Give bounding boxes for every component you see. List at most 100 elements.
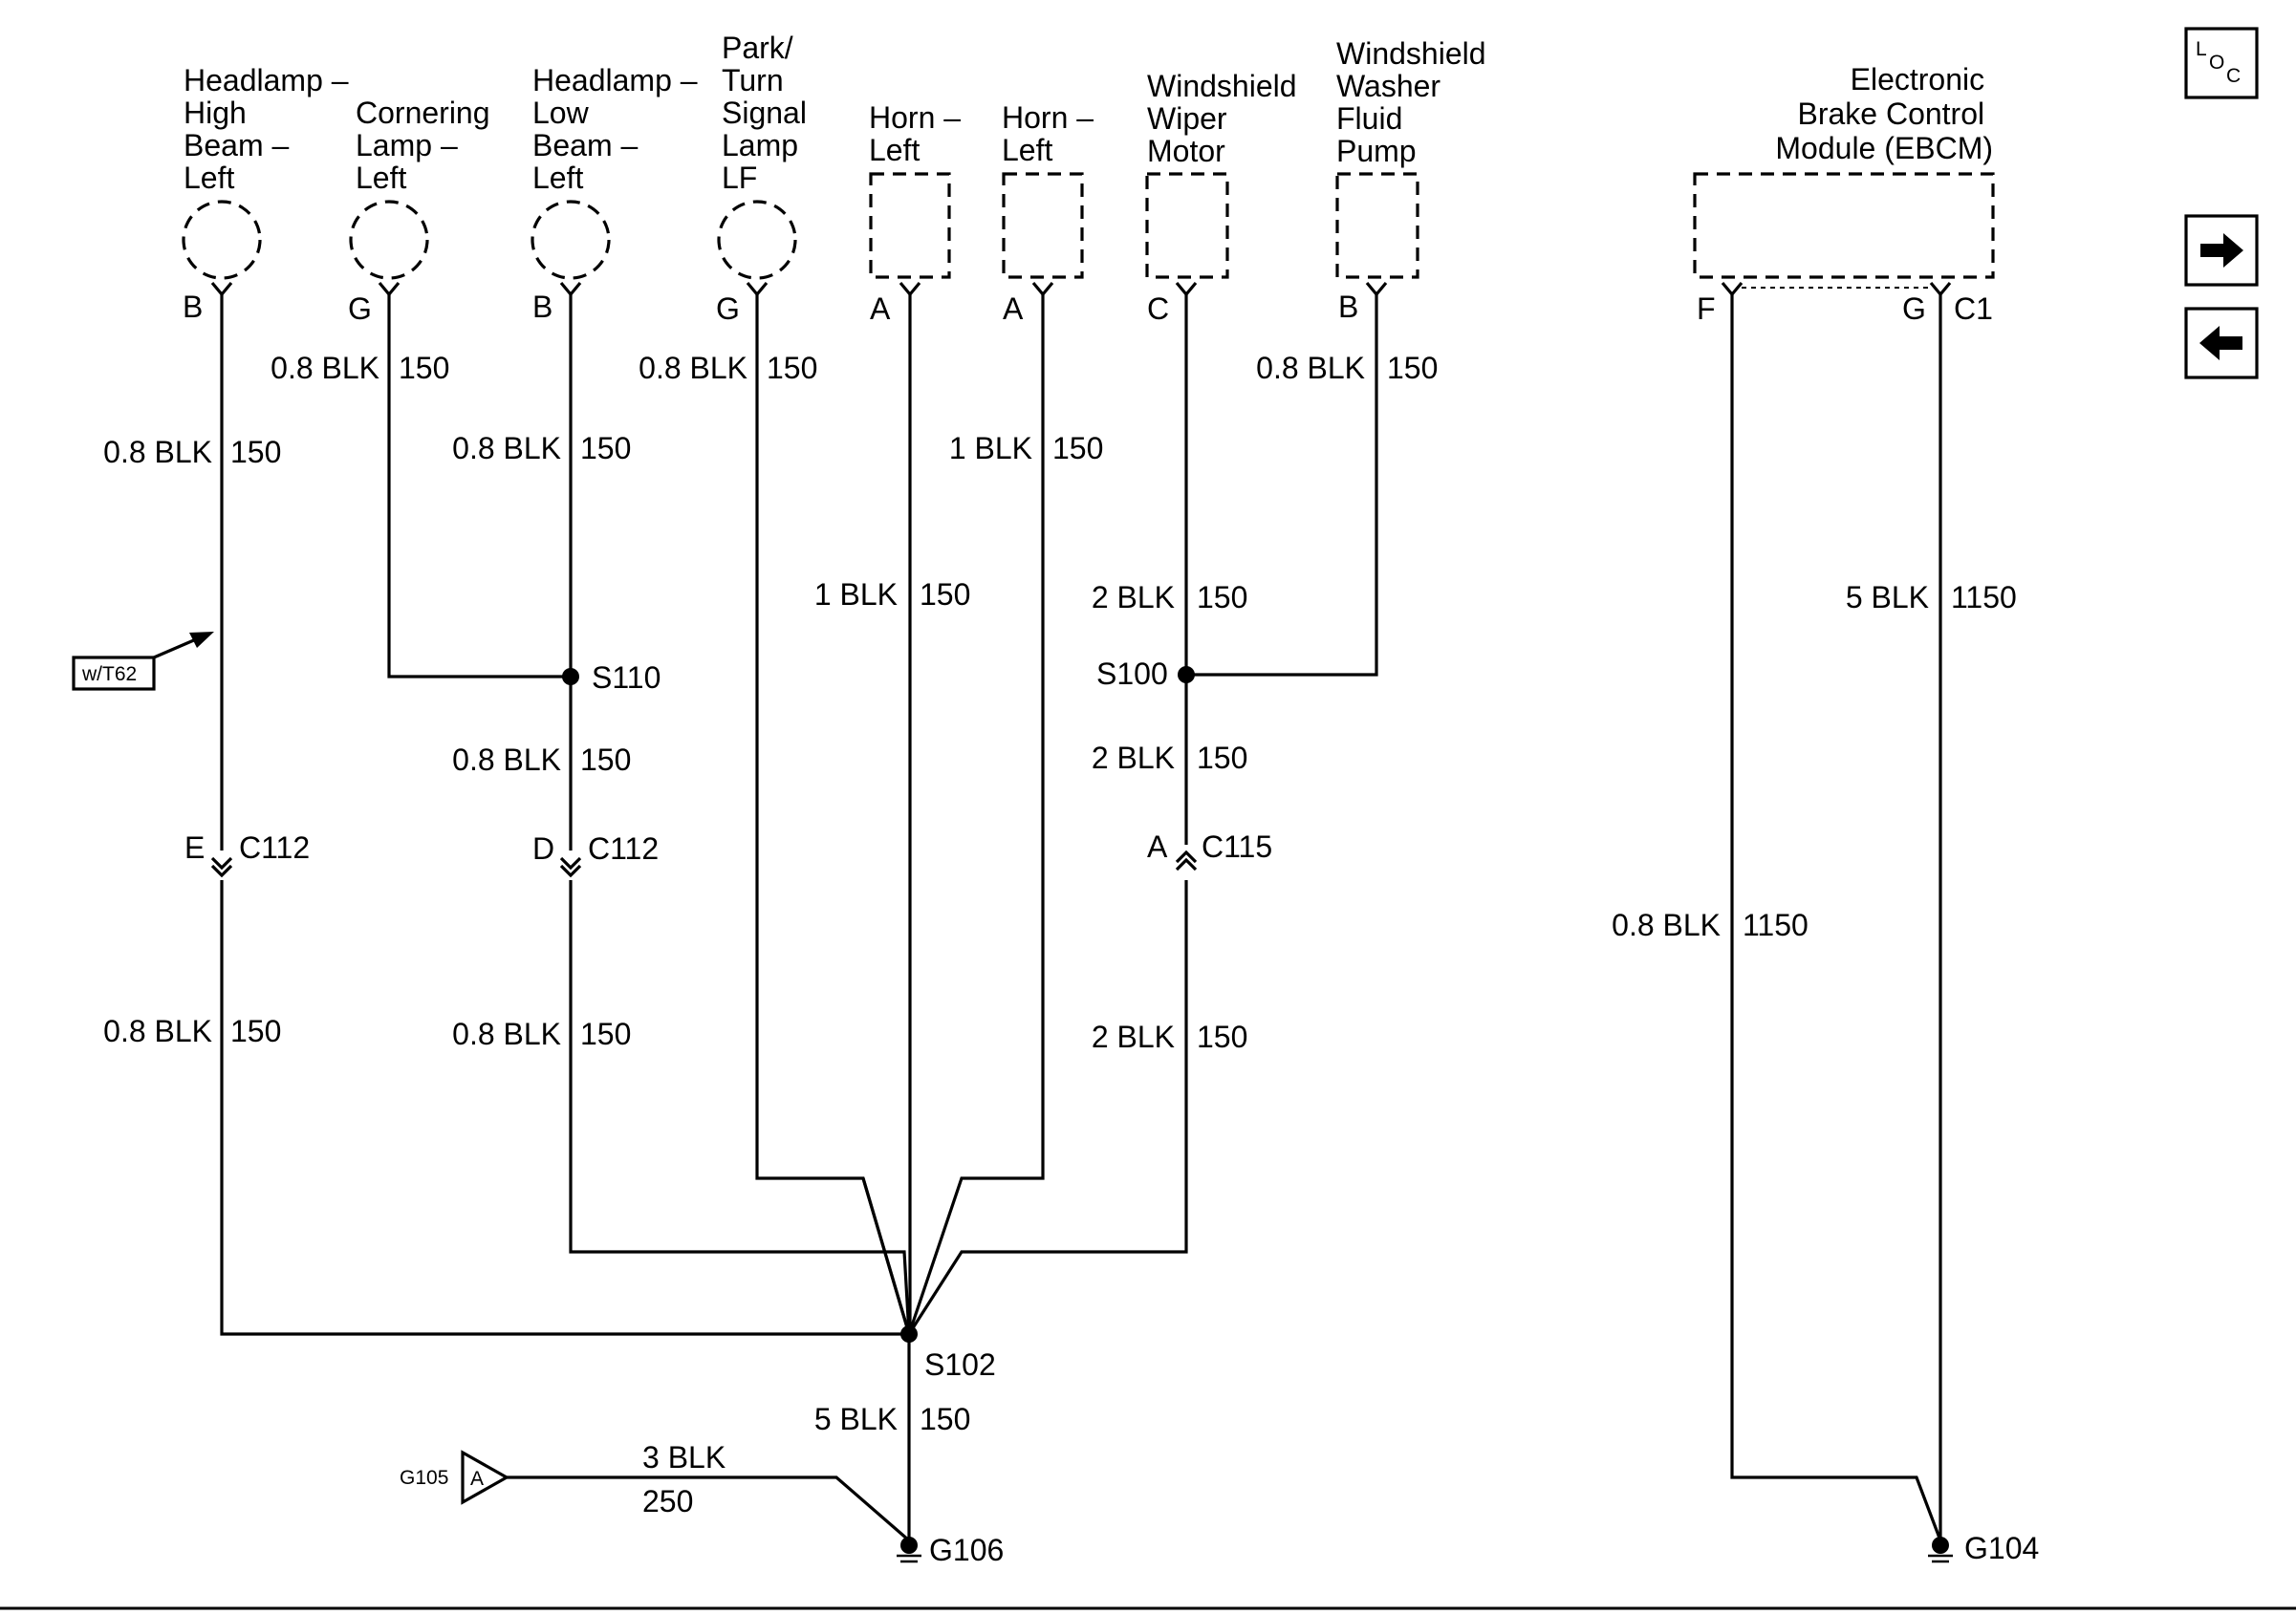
loc-button[interactable]: L O C xyxy=(2184,27,2259,99)
horn-left-2-symbol xyxy=(1002,172,1084,279)
cornering-lamp-left-symbol xyxy=(349,200,429,280)
previous-page-button[interactable] xyxy=(2184,307,2259,379)
wiper-motor-label: Windshield Wiper Motor xyxy=(1147,69,1305,168)
wire-corner-gauge: 0.8 BLK xyxy=(271,351,379,385)
wire-corner-circuit: 150 xyxy=(399,351,449,385)
cornering-lamp-left-label: Cornering Lamp – Left xyxy=(356,96,498,195)
wire-ebcm-f-gauge: 0.8 BLK xyxy=(1612,908,1721,942)
headlamp-low-beam-left-label: Headlamp – Low Beam – Left xyxy=(532,63,705,195)
option-tag-arrowhead xyxy=(189,632,214,648)
wire-wiper-3-circuit: 150 xyxy=(1197,1020,1247,1054)
g105-pin-label: A xyxy=(470,1468,484,1490)
ebcm-connector-label: C1 xyxy=(1954,291,1993,326)
wire-hl-low-2-gauge: 0.8 BLK xyxy=(452,743,561,777)
wire-g105-circuit: 250 xyxy=(642,1484,693,1518)
wire-ebcm-f-circuit: 1150 xyxy=(1743,908,1809,942)
ebcm-symbol xyxy=(1693,172,1995,279)
wire-hl-high-2-circuit: 150 xyxy=(230,1014,281,1048)
option-tag-box xyxy=(72,656,156,691)
washer-pump-label: Windshield Washer Fluid Pump xyxy=(1336,36,1494,168)
wire-g105-gauge: 3 BLK xyxy=(642,1440,726,1475)
wire-park-gauge: 0.8 BLK xyxy=(639,351,747,385)
horn-left-2-label: Horn – Left xyxy=(1002,100,1102,167)
next-page-button[interactable] xyxy=(2184,214,2259,287)
splice-s110-dot xyxy=(562,668,579,685)
loc-button-frame[interactable] xyxy=(2184,27,2259,99)
wire-s102-gauge: 5 BLK xyxy=(814,1402,898,1436)
wire-horn1-gauge: 1 BLK xyxy=(814,577,898,612)
wire-horn1-circuit: 150 xyxy=(920,577,970,612)
wire-hl-low-3-circuit: 150 xyxy=(580,1017,631,1051)
wiper-motor-symbol xyxy=(1145,172,1229,279)
wire-hl-high-1-circuit: 150 xyxy=(230,435,281,469)
washer-pump-symbol xyxy=(1335,172,1419,279)
pin-hl-high: B xyxy=(183,290,203,324)
terminal-pins xyxy=(210,281,1952,297)
c112-pin-d: D xyxy=(532,831,554,866)
ground-g104-symbol xyxy=(1928,1537,1953,1563)
wire-horn2-gauge: 1 BLK xyxy=(949,431,1032,465)
headlamp-high-beam-left-label: Headlamp – High Beam – Left xyxy=(184,63,357,195)
wire-hl-high-2-gauge: 0.8 BLK xyxy=(103,1014,212,1048)
wire-wiper-1-circuit: 150 xyxy=(1197,580,1247,614)
park-turn-signal-lamp-label: Park/ Turn Signal Lamp LF xyxy=(722,31,815,195)
wire-labels: 0.8 BLK 150 0.8 BLK 150 0.8 BLK 150 0.8 … xyxy=(103,351,2017,1518)
wire-wiper-3-gauge: 2 BLK xyxy=(1092,1020,1175,1054)
pin-wiper: C xyxy=(1147,291,1169,326)
arrow-right-icon xyxy=(2200,233,2243,268)
wire-washer-circuit: 150 xyxy=(1387,351,1438,385)
pin-park: G xyxy=(716,291,740,326)
horn-left-1-label: Horn – Left xyxy=(869,100,969,167)
pin-corner: G xyxy=(348,291,372,326)
wire-wiper-2-circuit: 150 xyxy=(1197,741,1247,775)
ground-g106-symbol xyxy=(897,1537,921,1563)
loc-letter-o: O xyxy=(2209,52,2224,74)
loc-letter-c: C xyxy=(2226,65,2241,87)
pin-horn1: A xyxy=(870,291,891,326)
pin-ebcm-f: F xyxy=(1697,291,1716,326)
c112-label-1: C112 xyxy=(239,830,310,865)
wire-washer-gauge: 0.8 BLK xyxy=(1256,351,1365,385)
wire-hl-low-3-gauge: 0.8 BLK xyxy=(452,1017,561,1051)
wire-park-circuit: 150 xyxy=(767,351,817,385)
pin-ebcm-g: G xyxy=(1902,291,1926,326)
loc-letter-l: L xyxy=(2196,38,2207,60)
option-tag-label: w/T62 xyxy=(81,663,137,685)
wire-paths xyxy=(220,294,1942,1542)
splice-s110-label: S110 xyxy=(592,660,661,695)
inline-connector-symbols xyxy=(210,850,1198,878)
wire-wiper-1-gauge: 2 BLK xyxy=(1092,580,1175,614)
splice-s102-dot xyxy=(900,1325,918,1343)
park-turn-signal-lamp-symbol xyxy=(717,200,797,280)
c112-pin-e: E xyxy=(184,830,205,865)
arrow-left-icon xyxy=(2199,326,2242,360)
ground-g104-label: G104 xyxy=(1964,1531,2039,1565)
c112-label-2: C112 xyxy=(588,831,659,866)
wire-hl-low-1-gauge: 0.8 BLK xyxy=(452,431,561,465)
wire-s102-circuit: 150 xyxy=(920,1402,970,1436)
pin-washer: B xyxy=(1338,290,1358,324)
splice-s102-label: S102 xyxy=(924,1347,996,1382)
c115-pin-a: A xyxy=(1147,829,1168,864)
pin-horn2: A xyxy=(1003,291,1024,326)
splice-s100-dot xyxy=(1178,666,1195,683)
g105-label: G105 xyxy=(400,1467,448,1489)
wire-horn2-circuit: 150 xyxy=(1052,431,1103,465)
wire-hl-high-1-gauge: 0.8 BLK xyxy=(103,435,212,469)
pin-hl-low: B xyxy=(532,290,552,324)
g105-reference-flag xyxy=(461,1450,510,1505)
wire-ebcm-g-circuit: 1150 xyxy=(1951,580,2017,614)
headlamp-high-beam-left-symbol xyxy=(182,200,262,280)
headlamp-low-beam-left-symbol xyxy=(531,200,611,280)
wire-hl-low-1-circuit: 150 xyxy=(580,431,631,465)
ebcm-label: Electronic Brake Control Module (EBCM) xyxy=(1775,62,1993,165)
c115-label: C115 xyxy=(1202,829,1272,864)
horn-left-1-symbol xyxy=(869,172,951,279)
ground-g106-label: G106 xyxy=(929,1533,1004,1567)
wire-hl-low-2-circuit: 150 xyxy=(580,743,631,777)
wire-ebcm-g-gauge: 5 BLK xyxy=(1846,580,1929,614)
splice-s100-label: S100 xyxy=(1096,657,1168,691)
wire-wiper-2-gauge: 2 BLK xyxy=(1092,741,1175,775)
